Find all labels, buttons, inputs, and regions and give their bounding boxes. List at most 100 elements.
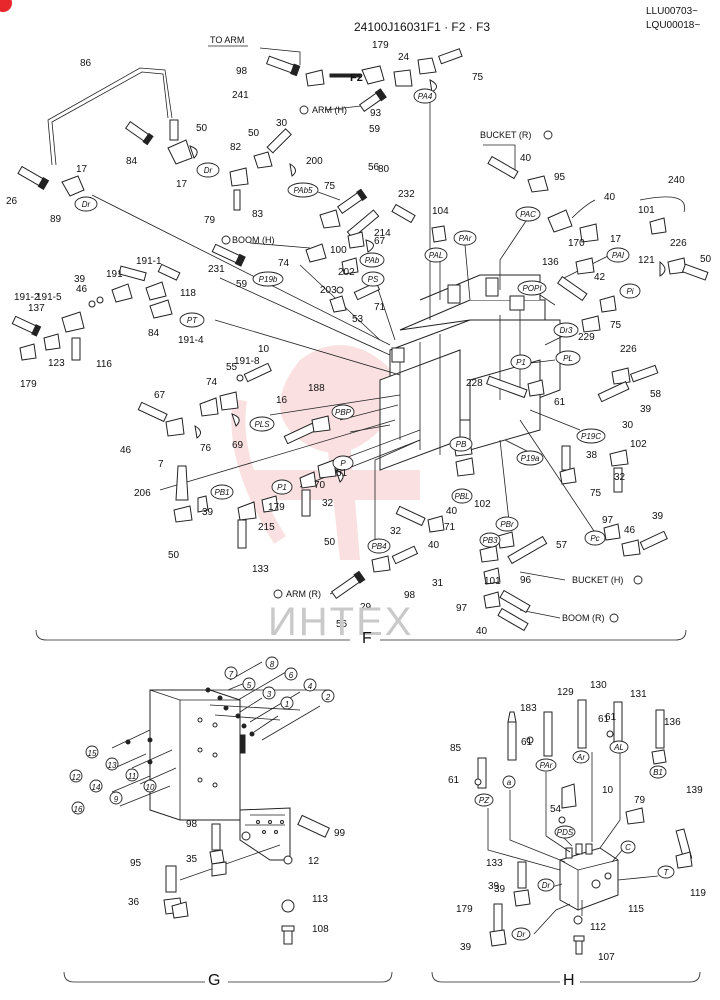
part-number-f-67: 16 [276,395,288,406]
label-bucket-h: BUCKET (H) [572,575,623,585]
section-h-fittings [474,699,693,955]
part-number-f-47: 75 [610,320,622,331]
leader-lines [91,47,611,619]
tag-popi: POPI [522,284,542,293]
tag-pal: PAL [429,251,444,260]
section-h-lines [487,752,659,935]
part-number-f-35: 74 [278,258,290,269]
part-number-f-53: 191-5 [36,292,62,303]
tag-pl: PL [563,354,573,363]
part-number-f-26: 240 [668,175,685,186]
part-number-f-58: 191-4 [178,335,204,346]
part-number-f-52: 191-1 [136,256,162,267]
part-number-h-2: 130 [590,680,607,691]
part-number-g-8: 15 [88,749,97,758]
pipe-86 [47,67,173,166]
part-number-g-23: 108 [312,924,329,935]
section-h-valve-block [559,843,619,911]
part-number-f-32: 50 [700,254,712,265]
part-number-h-5: 61 [598,714,610,725]
part-number-f-79: 206 [134,488,151,499]
part-number-h-16: 119 [690,888,706,899]
part-number-f-54: 118 [180,288,196,299]
label-boom-h: BOOM (H) [232,235,275,245]
tag-pb4: PB4 [371,542,387,551]
part-number-f-81: 70 [314,480,326,491]
tag-pls: PLS [254,420,270,429]
part-number-f-24: 95 [554,172,566,183]
part-number-f-5: 75 [472,72,484,83]
tag-pb: PB [456,440,467,449]
part-number-f-0: 86 [80,58,92,69]
part-number-h-0: 183 [520,703,537,714]
part-number-f-66: 67 [154,390,166,401]
part-number-f-12: 50 [248,128,260,139]
section-g-circled-numbers [69,656,335,815]
part-number-f-38: 203 [320,285,337,296]
label-boom-r: BOOM (R) [562,613,605,623]
part-number-f-40: 67 [374,236,386,247]
label-bucket-r: BUCKET (R) [480,130,531,140]
part-number-h-10: 10 [602,785,614,796]
tag-par: PAr [459,234,472,243]
section-f-frame [35,629,687,641]
tag-h-ar: Ar [576,753,585,762]
label-arm-r: ARM (R) [286,589,321,599]
tag-dr-2: Dr [82,200,91,209]
tag-pb3: PB3 [482,536,498,545]
tag-pac: PAC [520,210,536,219]
part-number-g-14: 9 [114,795,119,804]
part-number-g-1: 8 [270,660,275,669]
part-number-g-20: 12 [308,856,320,867]
part-number-f-61: 179 [20,379,37,390]
part-number-f-70: 61 [554,397,566,408]
label-arm-h: ARM (H) [312,105,347,115]
section-f-port-tag-texts: PA4 PAb5 PAb PAL PAr PAC PAI POPI Pi Dr3… [82,92,634,551]
part-number-f-39: 214 [374,228,391,239]
part-number-h-22: 39 [494,884,506,895]
tag-p19a: P19a [521,454,540,463]
tag-h-a: a [507,778,512,787]
part-number-f-80: 39 [202,507,214,518]
tag-dr3: Dr3 [560,326,573,335]
part-number-f-101: 101 [484,576,501,587]
corner-badge [0,0,12,12]
part-number-h-21: 107 [598,952,615,963]
part-number-f-108: 46 [624,525,636,536]
section-f-circuit-labels: TO ARM F2 ARM (H) BOOM (H) BUCKET (R) BU… [208,35,643,623]
part-number-f-92: 102 [630,439,647,450]
part-number-g-10: 12 [72,773,81,782]
tag-ps: PS [368,275,379,284]
tag-h-pi: Dr [542,881,551,890]
part-number-g-2: 5 [247,681,252,690]
watermark-text: ИНТЕХ [268,600,414,644]
part-number-f-83: 32 [322,498,334,509]
part-number-f-93: 38 [586,450,598,461]
part-number-h-6: 85 [450,743,462,754]
label-f2: F2 [350,72,363,84]
part-number-f-76: 76 [200,443,212,454]
part-number-f-34: 83 [252,209,264,220]
part-number-f-29: 17 [610,234,622,245]
tag-p19c: P19C [581,432,601,441]
section-f-label: F [362,630,372,647]
section-g-plate-assembly [149,689,330,821]
part-number-f-86: 133 [252,564,269,575]
part-number-f-4: 24 [398,52,410,63]
part-number-h-4: 136 [664,717,681,728]
part-number-f-8: 17 [76,164,88,175]
part-number-f-50: 46 [76,284,88,295]
tag-h-t: T [664,868,670,877]
part-number-f-74: 30 [622,420,634,431]
part-number-f-78: 7 [158,459,164,470]
section-g-fittings [163,807,330,945]
part-number-f-45: 136 [542,257,559,268]
tag-h-dr: Dr [517,930,526,939]
part-number-g-0: 7 [229,670,234,679]
part-number-f-16: 59 [369,124,381,135]
section-g-label: G [208,972,221,989]
part-number-f-103: 56 [336,619,348,630]
part-number-f-15: 200 [306,156,323,167]
tag-h-par: PAr [540,761,553,770]
part-number-h-19: 112 [590,922,606,933]
